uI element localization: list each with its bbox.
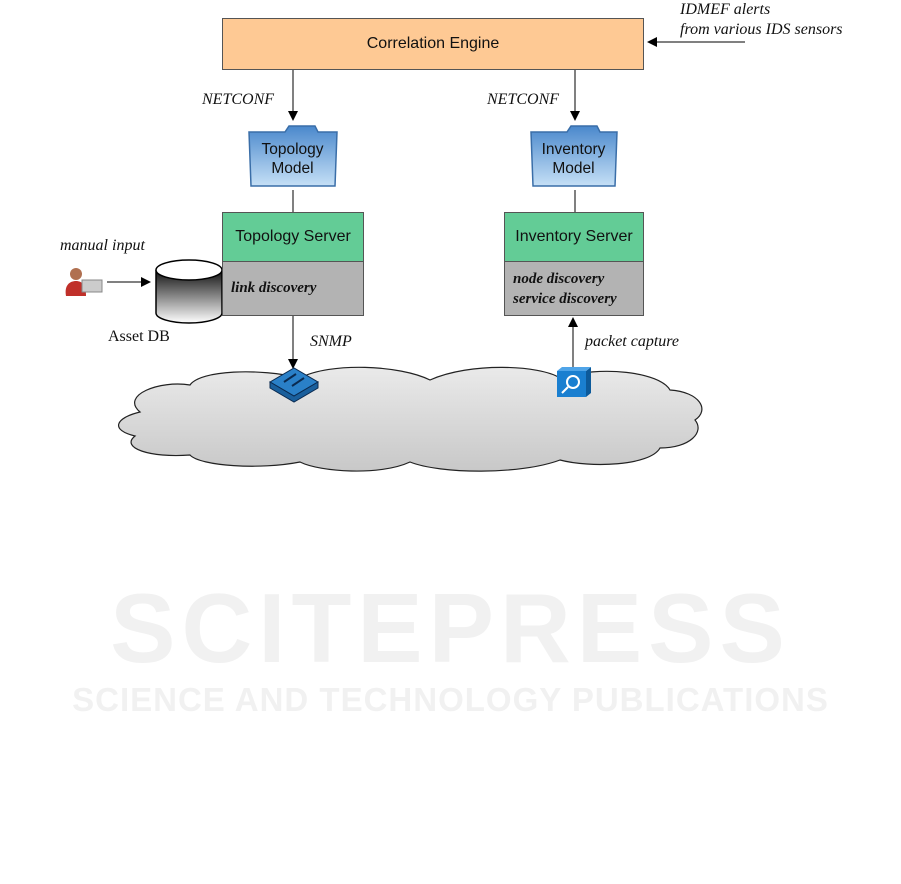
topology-model-line1: Topology bbox=[261, 141, 324, 158]
watermark-subtitle: SCIENCE AND TECHNOLOGY PUBLICATIONS bbox=[72, 681, 829, 718]
asset-db-label: Asset DB bbox=[108, 328, 170, 345]
idmef-line1: IDMEF alerts bbox=[680, 1, 771, 18]
topology-model-line2: Model bbox=[271, 160, 314, 177]
packet-capture-label: packet capture bbox=[585, 333, 680, 350]
network-switch-icon bbox=[269, 367, 319, 403]
manual-input-label: manual input bbox=[60, 237, 145, 254]
network-cloud bbox=[117, 366, 703, 472]
watermark-title: SCITEPRESS bbox=[110, 573, 791, 683]
netconf-right-label: NETCONF bbox=[487, 91, 560, 108]
correlation-engine-box: Correlation Engine bbox=[222, 18, 644, 70]
link-discovery-box: link discovery bbox=[222, 261, 364, 316]
idmef-line2: from various IDS sensors bbox=[680, 21, 843, 38]
packet-capture-probe-icon bbox=[557, 367, 591, 397]
idmef-label: IDMEF alerts from various IDS sensors bbox=[680, 0, 843, 40]
snmp-label: SNMP bbox=[310, 333, 352, 350]
inventory-functions-box: node discovery service discovery bbox=[504, 261, 644, 316]
inventory-model-line2: Model bbox=[552, 160, 595, 177]
node-discovery-label: node discovery bbox=[513, 270, 605, 287]
database-icon bbox=[155, 259, 223, 324]
topology-server-box: Topology Server bbox=[222, 212, 364, 262]
inventory-server-box: Inventory Server bbox=[504, 212, 644, 262]
service-discovery-label: service discovery bbox=[513, 290, 617, 307]
netconf-left-label: NETCONF bbox=[202, 91, 275, 108]
user-with-laptop-icon bbox=[65, 268, 103, 296]
inventory-model-line1: Inventory bbox=[541, 141, 606, 158]
